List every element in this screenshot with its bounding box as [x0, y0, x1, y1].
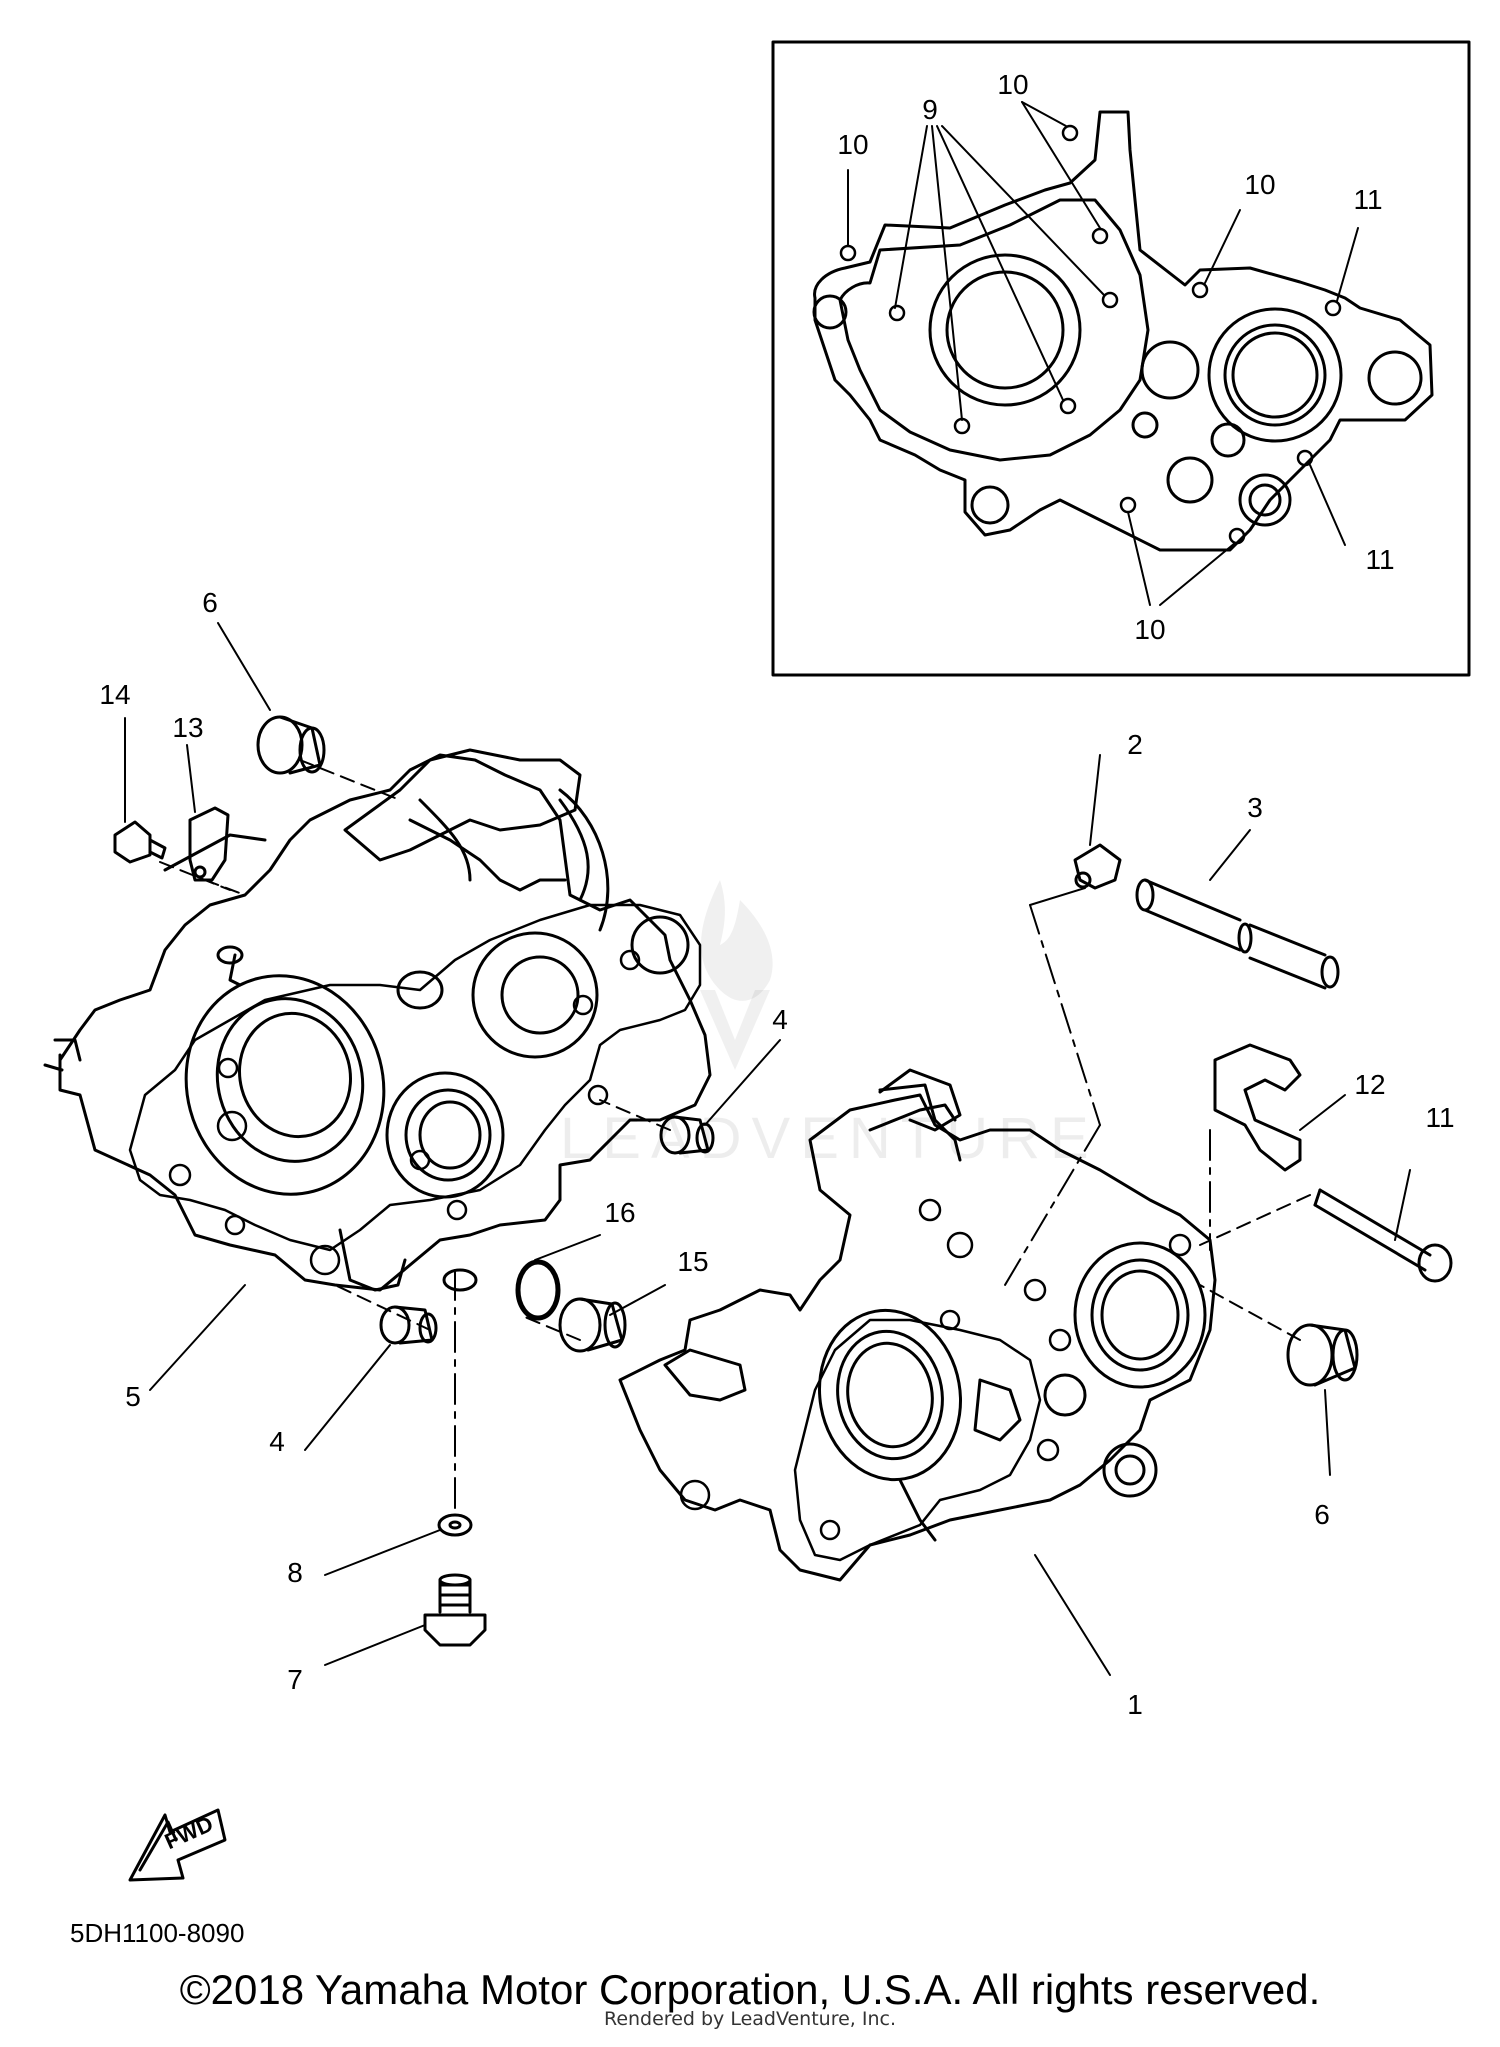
callout-2: 2 [1127, 729, 1143, 760]
inset-callout-10: 10 [1244, 169, 1276, 200]
inset-callout-9: 9 [922, 94, 938, 125]
callout-5: 5 [125, 1381, 141, 1412]
callout-8: 8 [287, 1557, 303, 1588]
inset-callout-10: 10 [837, 129, 869, 160]
inset-detail [771, 40, 1471, 677]
callout-3: 3 [1247, 792, 1263, 823]
watermark-logo [700, 880, 773, 1070]
inset-callout-10: 10 [1134, 614, 1166, 645]
callout-15: 15 [677, 1246, 709, 1277]
left-crankcase-half [43, 748, 712, 1292]
callout-6: 6 [202, 587, 218, 618]
part-code: 5DH1100-8090 [70, 1918, 245, 1948]
leader-lines [124, 622, 1411, 1676]
inset-callout-10: 10 [997, 69, 1029, 100]
callout-1: 1 [1127, 1689, 1143, 1720]
inset-callout-11: 11 [1365, 544, 1395, 575]
inset-callout-11: 11 [1353, 184, 1383, 215]
callout-14: 14 [99, 679, 131, 710]
copyright-notice: ©2018 Yamaha Motor Corporation, U.S.A. A… [179, 1966, 1321, 2013]
small-parts [113, 715, 1453, 1647]
watermark-text: LEADVENTURE [560, 1106, 1099, 1171]
callout-12: 12 [1354, 1069, 1386, 1100]
callout-11: 11 [1425, 1102, 1455, 1133]
rendered-by-notice: Rendered by LeadVenture, Inc. [603, 2008, 897, 2030]
callout-7: 7 [287, 1664, 303, 1695]
right-crankcase-half [618, 1068, 1217, 1582]
callout-4: 4 [772, 1004, 788, 1035]
callout-6: 6 [1314, 1499, 1330, 1530]
callout-16: 16 [604, 1197, 636, 1228]
callout-4: 4 [269, 1426, 285, 1457]
callout-13: 13 [172, 712, 204, 743]
fwd-arrow [128, 1808, 227, 1882]
